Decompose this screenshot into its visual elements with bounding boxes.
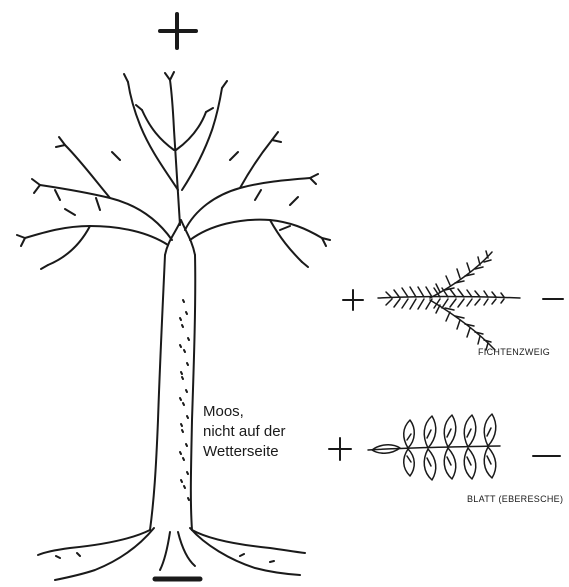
moss-label-line-3: Wetterseite xyxy=(203,442,286,462)
tree-branches xyxy=(17,72,330,269)
spruce-twig xyxy=(378,251,520,350)
moss-stipple xyxy=(180,300,189,500)
moss-label: Moos, nicht auf der Wetterseite xyxy=(203,402,286,462)
moss-label-line-2: nicht auf der xyxy=(203,422,286,442)
rowan-leaf xyxy=(368,414,500,480)
top-plus-sign xyxy=(160,14,196,48)
moss-label-line-1: Moos, xyxy=(203,402,286,422)
tree-roots xyxy=(38,528,305,580)
spruce-plus-sign xyxy=(343,290,363,310)
rowan-leaf-label: BLATT (EBERESCHE) xyxy=(467,494,563,504)
spruce-twig-label: FICHTENZWEIG xyxy=(478,347,550,357)
tree-trunk xyxy=(150,220,195,530)
leaf-plus-sign xyxy=(329,438,351,460)
